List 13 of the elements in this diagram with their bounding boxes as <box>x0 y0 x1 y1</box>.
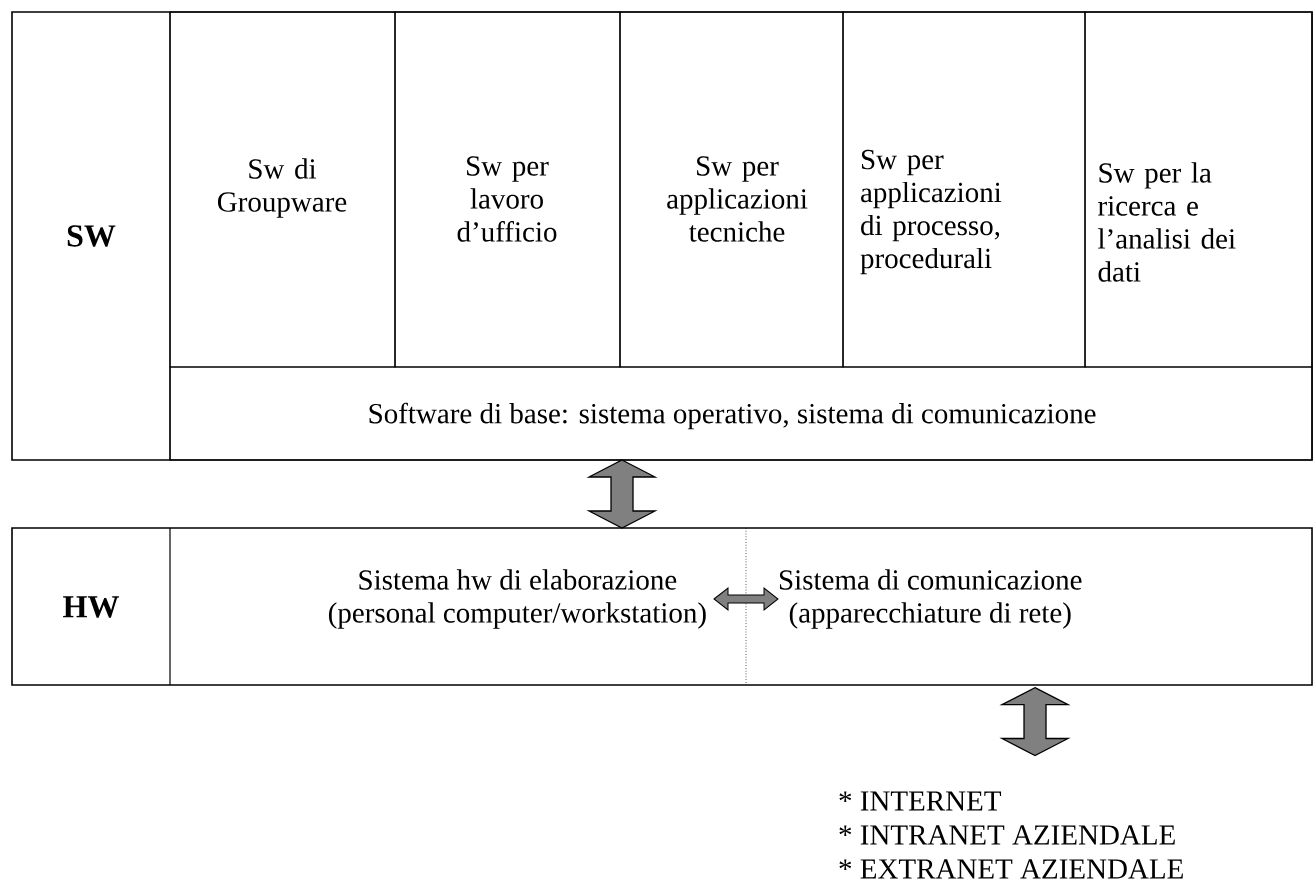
cell-text: Sw di Groupware <box>217 158 347 218</box>
network-list: * INTERNET * INTRANET AZIENDALE * EXTRANET AZIENDALE <box>839 791 1183 879</box>
cell-text: Sw per applicazioni di processo, procedurali <box>860 149 1002 275</box>
cell-text: Sw per la ricerca e l’analisi dei dati <box>1098 162 1236 282</box>
cell-text: Sistema di comunicazione (apparecchiature di rete) <box>779 569 1082 629</box>
cell-text: Software di base: sistema operativo, sistema di comunicazione <box>369 402 1096 430</box>
cell-text: Sistema hw di elaborazione (personal computer/workstation) <box>328 569 706 629</box>
block-arrow <box>586 459 658 529</box>
block-arrow <box>713 587 779 611</box>
layer-label: SW <box>67 225 116 247</box>
layer-label: HW <box>63 596 119 618</box>
cell-text: Sw per lavoro d’ufficio <box>457 156 557 242</box>
cell-text: Sw per applicazioni tecniche <box>667 156 808 242</box>
